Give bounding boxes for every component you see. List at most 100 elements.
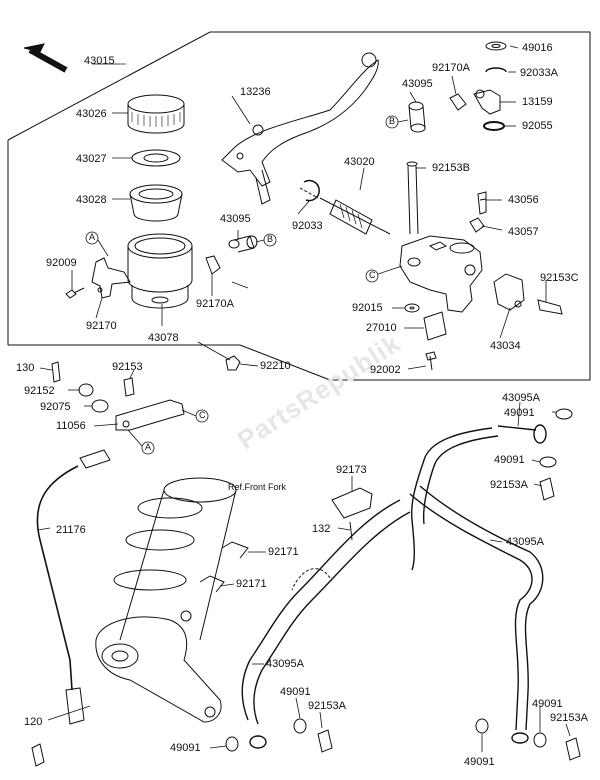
pin-43095 [228, 235, 258, 253]
part-label-43057: 43057 [508, 226, 539, 238]
marker-b-label: B [267, 234, 274, 244]
pin-43095-top [408, 101, 426, 133]
reservoir-plate [131, 149, 181, 167]
brake-hose-upper [410, 424, 547, 571]
marker-a-bracket [141, 441, 155, 455]
clamp-92173 [331, 487, 373, 541]
marker-a-reservoir [85, 231, 99, 245]
part-label-92153A-c: 92153A [550, 712, 588, 724]
switch-27010 [423, 311, 447, 341]
reservoir-body [127, 233, 193, 309]
part-label-43095A-c: 43095A [266, 658, 304, 670]
part-label-43095A-a: 43095A [502, 392, 540, 404]
washer-49091-d [225, 736, 239, 752]
washer-92015 [404, 303, 420, 313]
front-direction-arrow [23, 43, 68, 73]
bolt-92153C [537, 299, 563, 315]
part-label-43015: 43015 [84, 55, 115, 67]
reservoir-diaphragm [129, 184, 183, 222]
front-fork-tube [113, 477, 237, 641]
washer-49091-f [533, 732, 547, 748]
bolt-120 [31, 743, 45, 767]
part-label-92033: 92033 [292, 220, 323, 232]
washer-49091-e [475, 718, 489, 734]
part-label-92152: 92152 [24, 385, 55, 397]
part-label-92153B: 92153B [432, 162, 470, 174]
part-label-92055: 92055 [522, 120, 553, 132]
part-label-43056: 43056 [508, 194, 539, 206]
part-label-11056: 11056 [56, 420, 86, 432]
clamp-92170A [205, 255, 221, 275]
marker-b-top-label: B [389, 116, 396, 126]
bolt-92153A-c [565, 737, 581, 761]
part-label-49016: 49016 [522, 42, 553, 54]
fork-lower-bracket [95, 610, 222, 723]
grommet-92075 [91, 399, 109, 413]
part-label-43095-top: 43095 [402, 78, 433, 90]
part-label-13236: 13236 [240, 86, 271, 98]
part-label-43095-mid: 43095 [220, 213, 251, 225]
bolt-92153B [406, 161, 419, 235]
part-label-92170: 92170 [86, 320, 117, 332]
part-label-43020: 43020 [344, 156, 375, 168]
clamp-92170A-top [449, 93, 467, 111]
marker-c-label: C [369, 270, 376, 280]
screw-92009 [65, 287, 85, 299]
washer-49091-a [555, 408, 573, 420]
bolt-92153A-a [539, 477, 555, 501]
part-label-43026: 43026 [76, 108, 107, 120]
part-label-92015: 92015 [352, 302, 383, 314]
part-label-43078: 43078 [148, 332, 179, 344]
part-label-43095A-b: 43095A [506, 536, 544, 548]
assembly-frame [7, 31, 591, 381]
reservoir-cap [127, 94, 185, 134]
brake-hose-left [241, 499, 411, 749]
part-label-92210: 92210 [260, 360, 291, 372]
screw-92002 [425, 351, 437, 371]
master-piston [299, 187, 391, 235]
part-label-43028: 43028 [76, 194, 107, 206]
marker-a-label: A [89, 232, 96, 242]
marker-c-bracket-label: C [199, 410, 206, 420]
cap-49016 [485, 41, 507, 51]
bolt-130 [51, 361, 61, 383]
part-label-49091-d: 49091 [170, 742, 201, 754]
reference-note: Ref.Front Fork [228, 482, 287, 492]
part-label-92009: 92009 [46, 257, 77, 269]
part-label-49091-a: 49091 [504, 407, 535, 419]
washer-49091-c [293, 718, 307, 734]
part-label-13159: 13159 [522, 96, 553, 108]
bolt-92153 [123, 377, 135, 397]
leader-lines [37, 45, 571, 752]
collar-92152 [78, 383, 94, 397]
washer-49091-b [539, 456, 557, 468]
part-label-92171-a: 92171 [268, 546, 299, 558]
bracket-11056 [115, 399, 185, 431]
cap-43057 [469, 217, 485, 233]
brake-hose-right [409, 485, 544, 744]
bolt-92153A-b [317, 729, 333, 753]
oring-92055 [483, 121, 505, 131]
part-label-132: 132 [312, 523, 331, 535]
brake-lever [221, 52, 379, 205]
part-label-92171-b: 92171 [236, 578, 267, 590]
part-label-92173: 92173 [336, 464, 367, 476]
part-label-21176: 21176 [56, 524, 86, 536]
reservoir-bracket [91, 257, 131, 299]
part-label-92153A-a: 92153A [490, 479, 528, 491]
clip-92171-b [199, 575, 225, 593]
part-label-92002: 92002 [370, 364, 401, 376]
part-label-92153A-b: 92153A [308, 700, 346, 712]
part-label-49091-e: 49091 [464, 756, 495, 768]
bleeder-43056 [477, 191, 487, 215]
part-label-92033A: 92033A [520, 67, 558, 79]
part-label-27010: 27010 [366, 322, 397, 334]
part-label-43027: 43027 [76, 153, 107, 165]
clamp-43034 [493, 273, 525, 311]
clip-92033A [485, 67, 507, 73]
fitting-13159 [473, 89, 501, 115]
nut-92210 [225, 355, 241, 371]
part-label-43034: 43034 [490, 340, 521, 352]
